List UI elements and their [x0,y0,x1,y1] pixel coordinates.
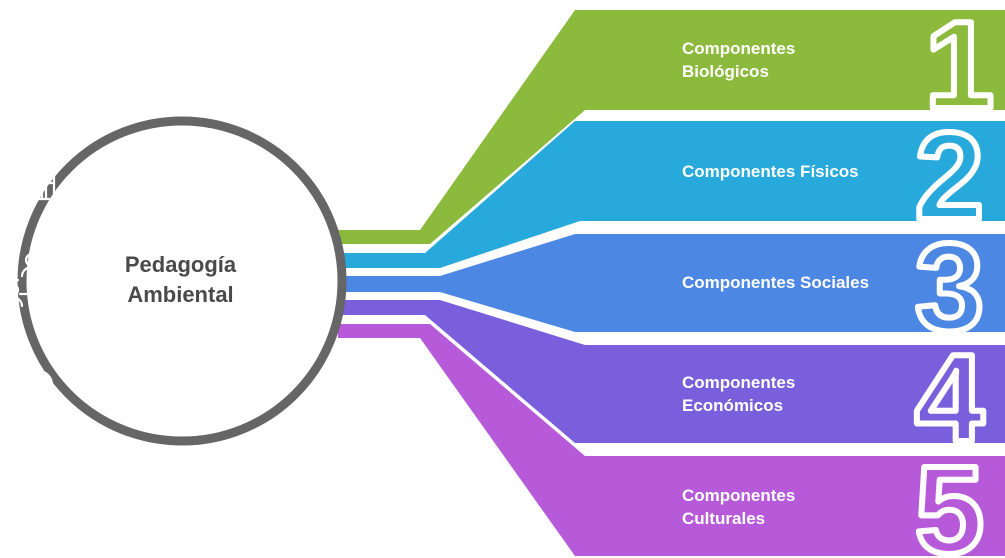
number-1: 1 [925,0,994,135]
label-1-line-1: Componentes [682,39,796,58]
label-3: Componentes Sociales [682,271,902,294]
number-3: 3 [915,219,984,357]
number-5: 5 [915,442,984,558]
group-network-icon [0,252,64,308]
center-title-line-1: Pedagogía [124,252,237,277]
bar-2 [338,121,1005,268]
ornament-icon [2,476,62,536]
label-3-line-1: Componentes Sociales [682,273,870,292]
center-ring [17,116,347,446]
exchange-icon [2,365,60,423]
bar-5 [338,324,1005,556]
number-4: 4 [915,330,984,468]
label-1: Componentes Biológicos [682,37,902,83]
label-5-line-1: Componentes [682,486,796,505]
label-4: Componentes Económicos [682,371,902,417]
label-4-line-1: Componentes [682,373,796,392]
bar-1 [338,10,1005,244]
center-title: Pedagogía Ambiental [28,250,333,310]
center-title-line-2: Ambiental [127,282,234,307]
label-2: Componentes Físicos [682,160,902,183]
bar-4 [338,300,1005,443]
label-5-line-2: Culturales [682,509,766,528]
label-2-line-1: Componentes Físicos [682,162,859,181]
bar-3 [338,234,1005,332]
factory-icon [0,141,64,201]
label-4-line-2: Económicos [682,396,784,415]
drop-virus-icon [2,32,54,92]
label-1-line-2: Biológicos [682,62,769,81]
number-2: 2 [915,108,984,246]
label-5: Componentes Culturales [682,484,902,530]
